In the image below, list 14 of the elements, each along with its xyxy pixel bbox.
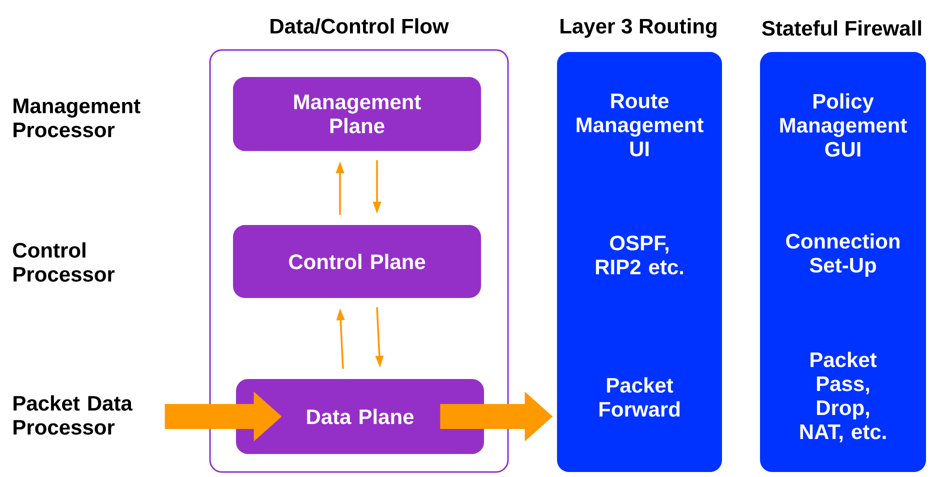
process-box: Management Plane	[233, 77, 481, 151]
column-text: Packet Forward	[600, 377, 680, 417]
row-label: Management Processor	[14, 98, 140, 138]
column-text: OSPF, RIP2 etc.	[596, 236, 683, 274]
column-heading: Stateful Firewall	[762, 20, 922, 36]
row-label: Control Processor	[13, 242, 115, 282]
process-box: Control Plane	[233, 225, 481, 298]
row-label: Packet Data Processor	[14, 395, 133, 435]
column-text: Packet Pass, Drop, NAT, etc.	[800, 352, 886, 442]
column-heading: Data/Control Flow	[270, 18, 449, 34]
column-text: Route Management UI	[576, 94, 704, 156]
column-text: Policy Management GUI	[780, 93, 907, 157]
column-text: Connection Set-Up	[786, 233, 900, 277]
column-heading: Layer 3 Routing	[560, 18, 716, 38]
